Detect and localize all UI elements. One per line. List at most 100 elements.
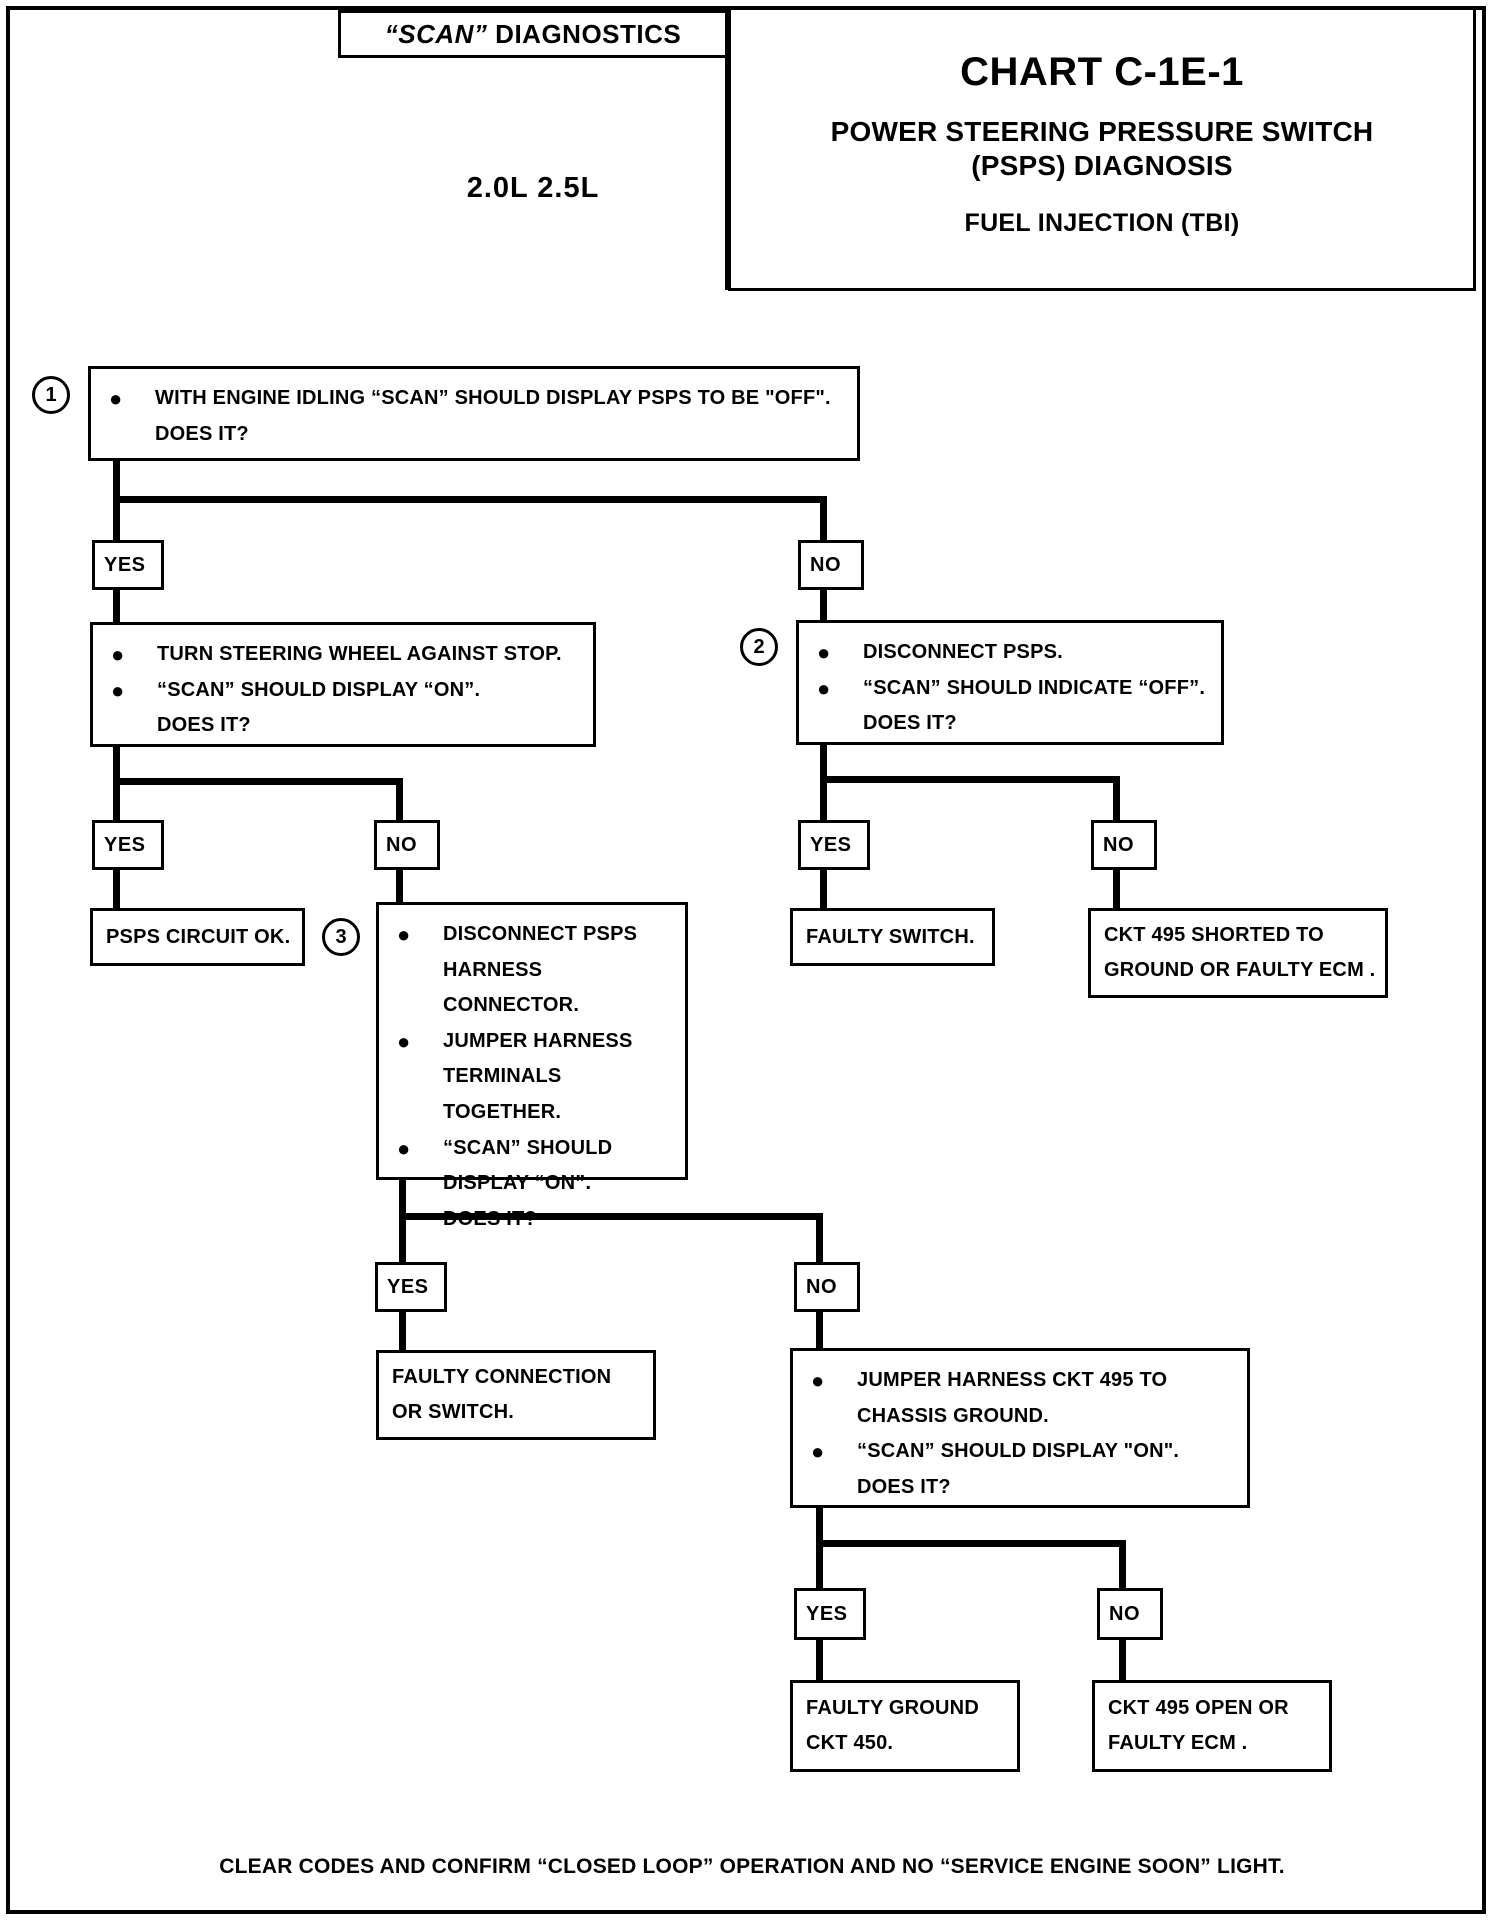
- step-jumper-bullet-1-line1: JUMPER HARNESS CKT 495 TO: [857, 1369, 1168, 1391]
- terminal-ckt495-open: CKT 495 OPEN OR FAULTY ECM .: [1092, 1680, 1332, 1772]
- header-left-panel: [338, 10, 728, 290]
- step-turn-bullet-1-text: TURN STEERING WHEEL AGAINST STOP.: [157, 643, 562, 665]
- step-3-bullet-3: ● “SCAN” SHOULD: [397, 1131, 677, 1167]
- connector-yes-step3-to-faulty-conn: [399, 1312, 406, 1352]
- terminal-faulty-connection-line1: FAULTY CONNECTION: [392, 1366, 612, 1388]
- connector-step3-no: [816, 1213, 823, 1265]
- step-jumper-question: DOES IT?: [857, 1475, 951, 1498]
- step-turn-bullet-1: ● TURN STEERING WHEEL AGAINST STOP.: [111, 637, 585, 673]
- step-3-bullet-1: ● DISCONNECT PSPS: [397, 917, 677, 953]
- terminal-ckt495-open-line2: FAULTY ECM .: [1108, 1732, 1248, 1754]
- connector-step1-down: [113, 461, 120, 503]
- step-2-bullet-1-text: DISCONNECT PSPS.: [863, 641, 1063, 663]
- connector-step2-down: [820, 745, 827, 783]
- terminal-ckt495-shorted: CKT 495 SHORTED TO GROUND OR FAULTY ECM …: [1088, 908, 1388, 998]
- step-3-bullet-2: ● JUMPER HARNESS: [397, 1024, 677, 1060]
- step-number-2: 2: [740, 628, 778, 666]
- terminal-faulty-connection: FAULTY CONNECTION OR SWITCH.: [376, 1350, 656, 1440]
- connector-jumper-yes: [816, 1540, 823, 1590]
- scan-diagnostics-title: “SCAN” DIAGNOSTICS: [338, 10, 728, 58]
- terminal-ckt495-open-line1: CKT 495 OPEN OR: [1108, 1697, 1289, 1719]
- step-1-question: DOES IT?: [155, 422, 249, 445]
- terminal-ckt495-shorted-line2: GROUND OR FAULTY ECM .: [1104, 959, 1376, 981]
- step-2-question: DOES IT?: [863, 712, 957, 735]
- step-2-bullet-2: ● “SCAN” SHOULD INDICATE “OFF”.: [817, 671, 1213, 707]
- bullet-icon: ●: [111, 677, 125, 703]
- step-turn-steering-box: ● TURN STEERING WHEEL AGAINST STOP. ● “S…: [90, 622, 596, 747]
- connector-step2-no: [1113, 776, 1120, 824]
- connector-step3-split: [399, 1213, 823, 1220]
- terminal-faulty-ground-line1: FAULTY GROUND: [806, 1697, 979, 1719]
- branch-no-step2: NO: [1091, 820, 1157, 870]
- step-3-bullet-3-line1: “SCAN” SHOULD: [443, 1136, 613, 1159]
- terminal-faulty-ground: FAULTY GROUND CKT 450.: [790, 1680, 1020, 1772]
- branch-yes-turn: YES: [92, 820, 164, 870]
- branch-yes-jumper: YES: [794, 1588, 866, 1640]
- engine-displacement-label: 2.0L 2.5L: [466, 172, 600, 204]
- step-jumper-bullet-2-line1: “SCAN” SHOULD DISPLAY "ON".: [857, 1440, 1180, 1463]
- step-2-box: ● DISCONNECT PSPS. ● “SCAN” SHOULD INDIC…: [796, 620, 1224, 745]
- connector-step3-yes: [399, 1213, 406, 1265]
- step-1-box: ● WITH ENGINE IDLING “SCAN” SHOULD DISPL…: [88, 366, 860, 461]
- step-number-1: 1: [32, 376, 70, 414]
- step-3-bullet-2-line1: JUMPER HARNESS: [443, 1029, 633, 1052]
- step-3-box: ● DISCONNECT PSPS HARNESS CONNECTOR. ● J…: [376, 902, 688, 1230]
- branch-yes-step2: YES: [798, 820, 870, 870]
- terminal-faulty-ground-line2: CKT 450.: [806, 1732, 894, 1754]
- connector-turn-yes: [113, 778, 120, 824]
- step-jumper-bullet-1-line2: CHASSIS GROUND.: [857, 1404, 1049, 1427]
- step-number-3: 3: [322, 918, 360, 956]
- connector-no-step3-to-jumper: [816, 1312, 823, 1352]
- diagnostics-word: DIAGNOSTICS: [487, 18, 682, 49]
- bullet-icon: ●: [111, 642, 125, 667]
- step-3-bullet-1-line1: DISCONNECT PSPS: [443, 923, 638, 945]
- step-turn-bullet-2: ● “SCAN” SHOULD DISPLAY “ON”.: [111, 673, 585, 709]
- terminal-faulty-switch-text: FAULTY SWITCH.: [806, 925, 975, 948]
- connector-step2-yes: [820, 776, 827, 824]
- scan-word: “SCAN”: [384, 18, 488, 49]
- connector-jumper-down: [816, 1508, 823, 1548]
- connector-step2-split: [820, 776, 1120, 783]
- step-turn-question: DOES IT?: [157, 714, 251, 737]
- step-jumper-ground-box: ● JUMPER HARNESS CKT 495 TO CHASSIS GROU…: [790, 1348, 1250, 1508]
- branch-no-step1: NO: [798, 540, 864, 590]
- branch-no-turn: NO: [374, 820, 440, 870]
- bullet-icon: ●: [817, 675, 831, 701]
- connector-yes-jumper-to-ground: [816, 1640, 823, 1682]
- bullet-icon: ●: [109, 386, 123, 411]
- branch-yes-step1: YES: [92, 540, 164, 590]
- connector-turn-down: [113, 747, 120, 785]
- connector-step1-no: [820, 496, 827, 544]
- connector-yes-step2-to-faulty-switch: [820, 870, 827, 910]
- terminal-faulty-connection-line2: OR SWITCH.: [392, 1401, 514, 1423]
- connector-turn-no: [396, 778, 403, 824]
- page-border: [6, 6, 1486, 1914]
- branch-yes-step3: YES: [375, 1262, 447, 1312]
- bullet-icon: ●: [397, 1028, 411, 1054]
- branch-no-jumper: NO: [1097, 1588, 1163, 1640]
- step-2-bullet-2-text: “SCAN” SHOULD INDICATE “OFF”.: [863, 676, 1206, 699]
- step-jumper-bullet-1: ● JUMPER HARNESS CKT 495 TO: [811, 1363, 1239, 1399]
- chart-subtitle: POWER STEERING PRESSURE SWITCH (PSPS) DI…: [731, 115, 1473, 183]
- connector-no-turn-to-step3: [396, 870, 403, 904]
- connector-step1-split: [113, 496, 827, 503]
- terminal-psps-circuit-ok: PSPS CIRCUIT OK.: [90, 908, 305, 966]
- connector-yes1-to-turn: [113, 590, 120, 626]
- terminal-psps-circuit-ok-text: PSPS CIRCUIT OK.: [106, 925, 291, 948]
- chart-subtitle-line1: POWER STEERING PRESSURE SWITCH: [830, 116, 1374, 147]
- connector-no-jumper-to-open: [1119, 1640, 1126, 1682]
- bullet-icon: ●: [811, 1439, 825, 1465]
- bullet-icon: ●: [817, 640, 831, 665]
- connector-jumper-no: [1119, 1540, 1126, 1590]
- fuel-system-label: FUEL INJECTION (TBI): [964, 209, 1240, 238]
- chart-subtitle-line2: (PSPS) DIAGNOSIS: [971, 150, 1233, 182]
- step-1-bullet-1: ● WITH ENGINE IDLING “SCAN” SHOULD DISPL…: [109, 381, 849, 417]
- connector-jumper-split: [816, 1540, 1126, 1547]
- step-3-bullet-3-line2: DISPLAY “ON”.: [443, 1172, 592, 1195]
- step-turn-bullet-2-text: “SCAN” SHOULD DISPLAY “ON”.: [157, 678, 481, 701]
- terminal-faulty-switch: FAULTY SWITCH.: [790, 908, 995, 966]
- connector-step1-yes: [113, 496, 120, 544]
- terminal-ckt495-shorted-line1: CKT 495 SHORTED TO: [1104, 924, 1324, 946]
- chart-number: CHART C-1E-1: [960, 50, 1244, 94]
